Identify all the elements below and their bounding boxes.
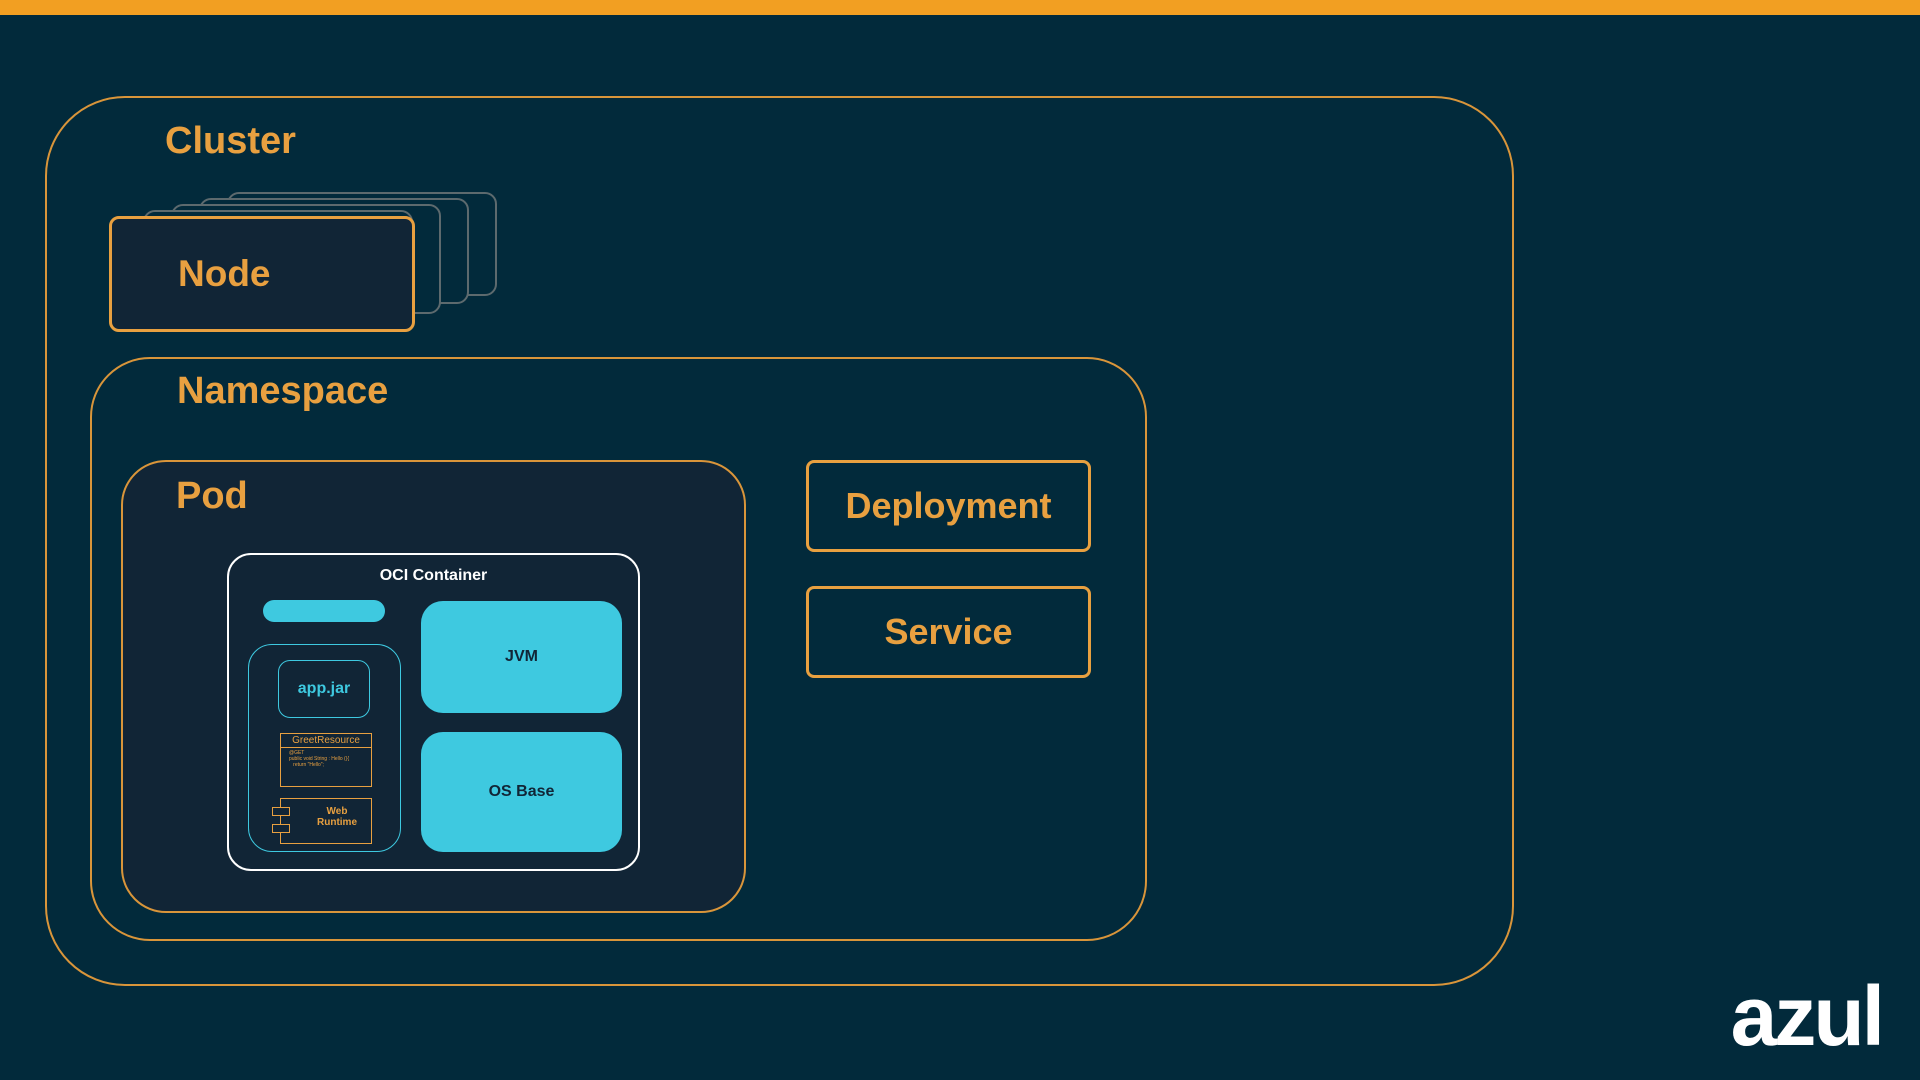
os-base-label: OS Base [488,783,555,800]
web-runtime-line2: Runtime [317,817,357,828]
deployment-box: Deployment [806,460,1091,552]
component-port-icon [272,807,290,816]
web-runtime-label: Web Runtime [303,806,371,828]
web-runtime-line1: Web [326,806,348,817]
container-tag-pill [263,600,385,622]
node-label: Node [178,253,271,294]
component-port-icon [272,824,290,833]
web-runtime-component: Web Runtime [272,798,372,844]
cluster-label: Cluster [165,120,296,162]
greet-resource-code: @GET public void String : Hello (){ retu… [289,750,350,768]
deployment-label: Deployment [845,485,1052,526]
jvm-layer: JVM [421,601,622,713]
oci-container-title: OCI Container [379,567,488,584]
app-jar-label: app.jar [297,680,351,697]
greet-resource-title: GreetResource [281,734,371,748]
service-label: Service [884,611,1013,652]
application-layer: app.jar GreetResource @GET public void S… [248,644,401,852]
service-box: Service [806,586,1091,678]
greet-resource-class: GreetResource @GET public void String : … [280,733,372,787]
azul-logo: azul [1730,969,1885,1063]
jvm-label: JVM [505,648,538,665]
app-jar-box: app.jar [278,660,370,718]
pod-label: Pod [176,475,248,517]
oci-container: OCI Container JVM OS Base app.jar GreetR… [227,553,640,871]
cluster-boundary [45,96,1514,986]
node-box: Node [109,216,415,332]
top-accent-bar [0,0,1920,15]
namespace-boundary [90,357,1147,941]
namespace-label: Namespace [177,370,389,412]
os-base-layer: OS Base [421,732,622,852]
